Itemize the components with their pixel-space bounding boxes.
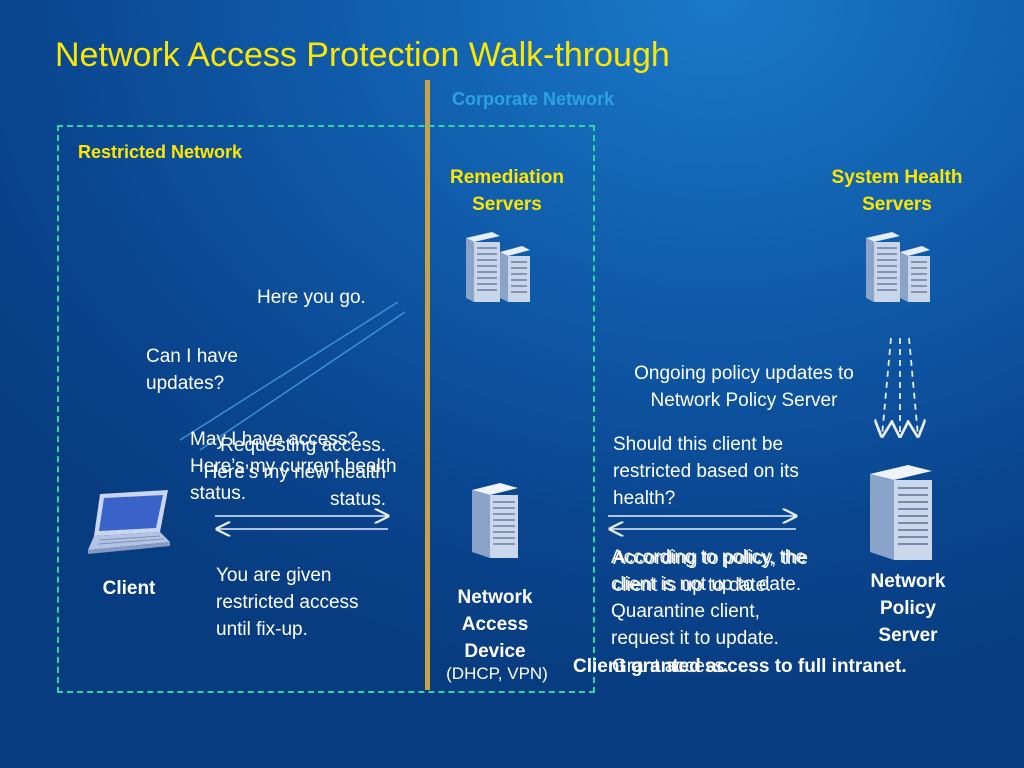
message-requesting-access: Requesting access. Here’s my new health … <box>203 435 386 510</box>
message-ongoing-policy-updates: Ongoing policy updates to Network Policy… <box>634 363 854 411</box>
system-health-servers-server-rack-icon <box>866 232 930 302</box>
network-access-device-server-icon <box>472 483 518 558</box>
client-label: Client <box>102 578 156 599</box>
network-access-device-label: Network Access Device <box>457 587 533 662</box>
restricted-network-label: Restricted Network <box>78 142 243 162</box>
remediation-servers-label: Remediation Servers <box>449 167 565 215</box>
corporate-network-label: Corporate Network <box>452 89 615 109</box>
message-may-i-have-access: May I have access? Here’s my current hea… <box>190 429 397 504</box>
client-laptop-icon <box>88 490 170 554</box>
message-according-to-policy-quarantine: According to policy, the client is not u… <box>611 547 807 649</box>
update-request-arrow <box>179 301 399 441</box>
network-policy-server-server-icon <box>870 465 932 560</box>
message-can-i-have-updates: Can I have updates? <box>146 346 238 394</box>
message-should-client-be-restricted: Should this client be restricted based o… <box>613 434 799 509</box>
update-response-arrow <box>199 311 406 451</box>
network-divider <box>425 80 430 690</box>
restricted-network-boundary <box>57 125 595 693</box>
policy-update-arrow-1 <box>882 337 891 436</box>
remediation-servers-server-rack-icon <box>466 232 530 302</box>
policy-update-arrow-3 <box>909 337 918 436</box>
system-health-servers-label: System Health Servers <box>831 167 963 215</box>
slide-title: Network Access Protection Walk-through <box>55 36 670 74</box>
network-policy-server-label: Network Policy Server <box>870 571 946 646</box>
message-client-granted: Client granted access to full intranet. <box>573 656 907 677</box>
message-grant-access: Grant access. <box>612 656 730 677</box>
message-restricted-access: You are given restricted access until fi… <box>216 565 359 640</box>
message-here-you-go: Here you go. <box>257 287 366 308</box>
message-according-to-policy-up-to-date: According to policy, the client is up to… <box>613 548 809 596</box>
network-access-device-note: (DHCP, VPN) <box>446 664 548 683</box>
